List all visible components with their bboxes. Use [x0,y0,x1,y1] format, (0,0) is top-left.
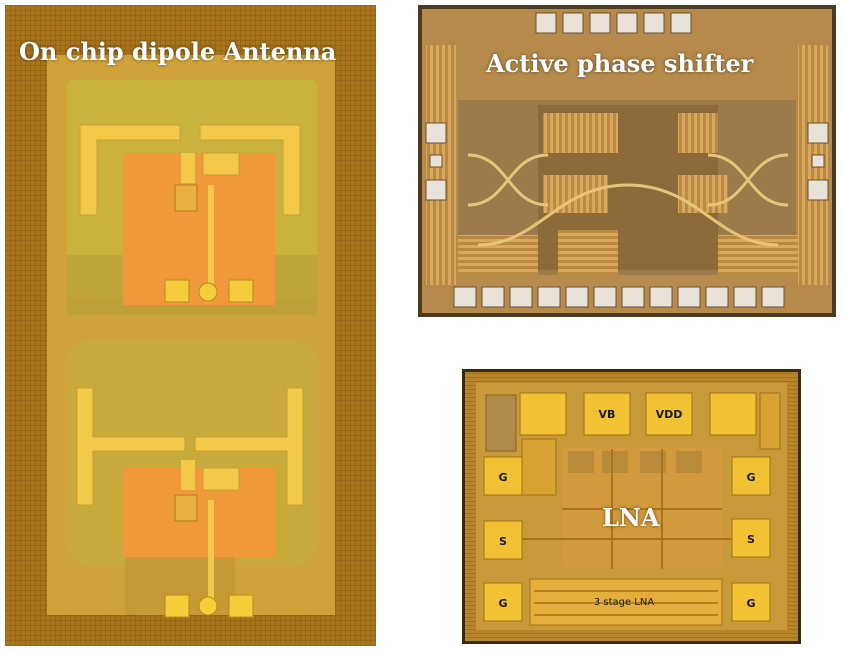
phase-shifter-graphic [418,5,836,317]
top-pad-row [535,12,692,34]
left-ground-pad-bottom [483,582,523,622]
antenna-caption: On chip dipole Antenna [19,37,337,66]
right-ground-label-top: G [746,471,755,484]
vdd-pad [645,392,693,436]
right-ground-label-bottom: G [746,597,755,610]
antenna-die-photo: On chip dipole Antenna [5,5,376,646]
right-signal-pad [731,518,771,558]
antenna-die-graphic [5,5,376,646]
vb-pad-label: VB [599,408,616,421]
left-ground-label-bottom: G [498,597,507,610]
right-ground-pad-bottom [731,582,771,622]
lna-graphic: VB VDD G S G G S G 3 stage LNA [462,369,801,644]
lna-caption: LNA [602,503,660,532]
left-signal-label: S [499,535,507,548]
top-left-large-pad [519,392,567,436]
left-ground-label-top: G [498,471,507,484]
top-dipole-antenna [79,124,301,305]
left-ground-pad-top [483,456,523,496]
stage-label: 3 stage LNA [594,597,655,608]
vb-pad [583,392,631,436]
right-ground-pad-top [731,456,771,496]
top-right-large-pad [709,392,757,436]
lna-die-photo: VB VDD G S G G S G 3 stage LNA LNA [462,369,801,644]
vdd-pad-label: VDD [656,408,683,421]
right-signal-label: S [747,533,755,546]
bottom-dipole-antenna [76,387,304,618]
phase-shifter-die-photo: Active phase shifter [418,5,836,317]
bottom-pad-row [453,286,785,308]
phase-shifter-caption: Active phase shifter [486,49,754,78]
